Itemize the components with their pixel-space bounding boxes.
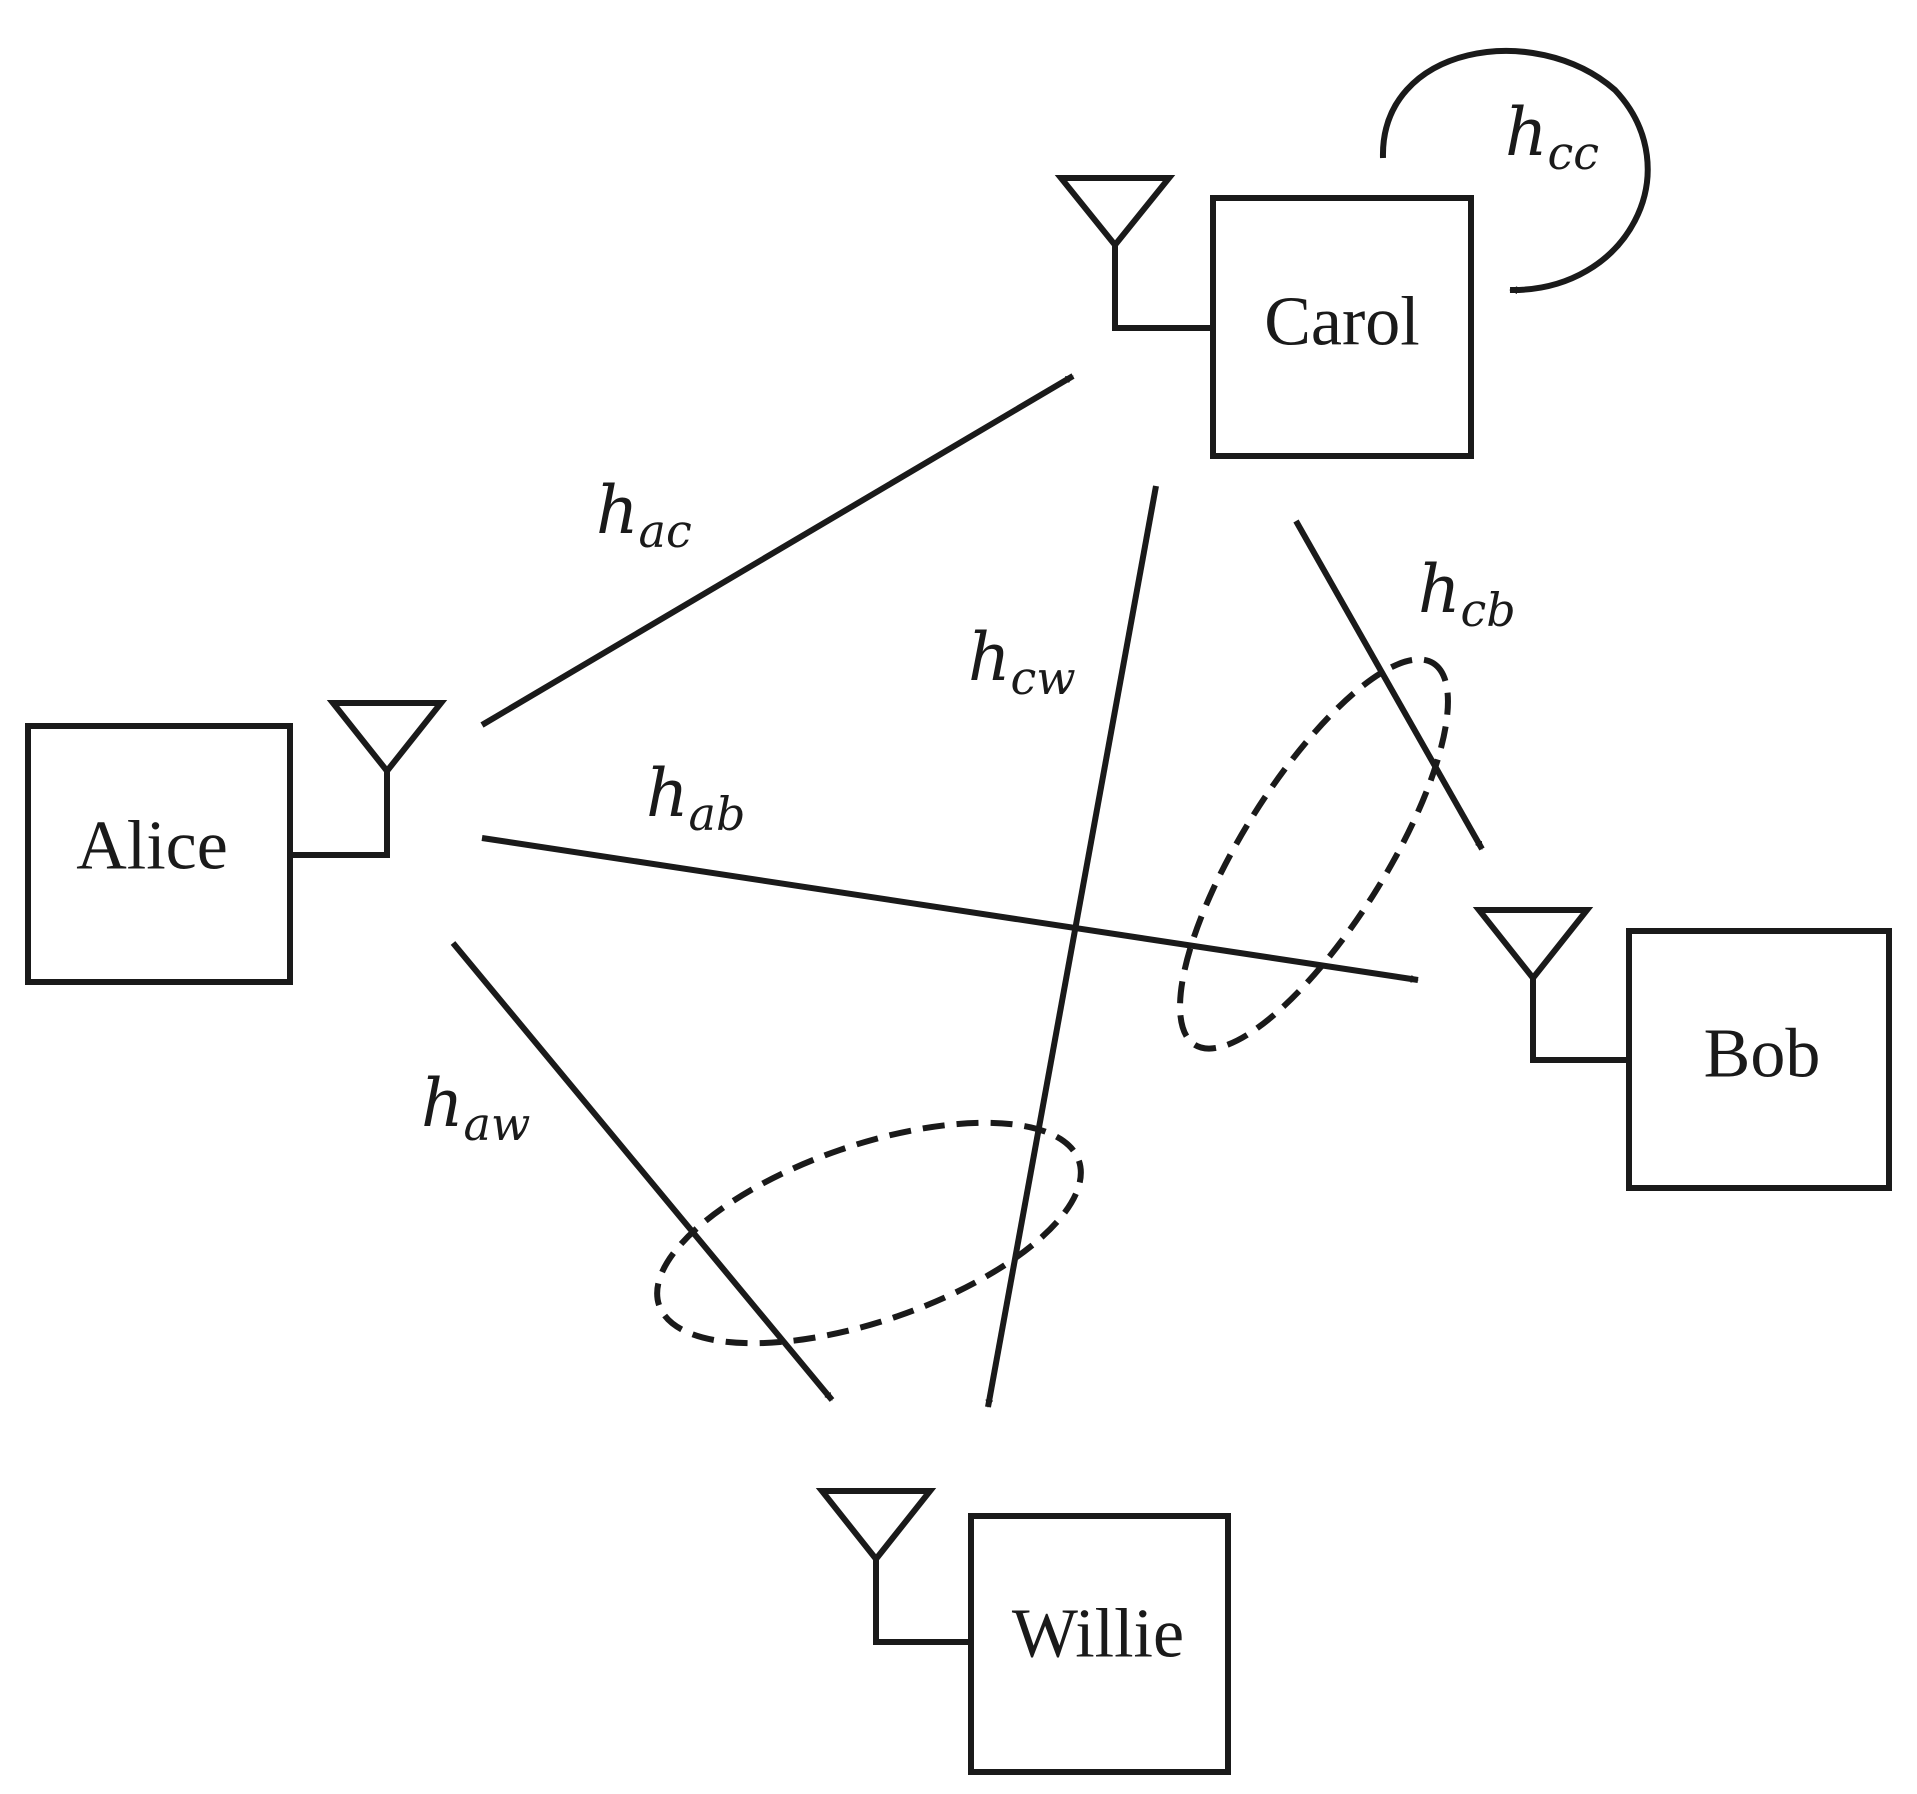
hcc-loop-arrow [1379,48,1651,295]
node-willie: Willie [815,1488,1231,1775]
alice-antenna-icon [326,700,448,776]
bob-label: Bob [1704,1016,1821,1093]
hac-arrow [480,373,1075,728]
carol-label: Carol [1264,284,1420,361]
hcb-label: hcb [1418,551,1516,637]
hcc-label: hcc [1505,94,1599,180]
bob-box [1626,928,1892,1191]
carol-antenna-icon [1054,175,1176,250]
node-carol: Carol [1054,175,1474,459]
bob-interference-ellipse [1177,656,1451,1052]
carol-antenna-feed [1112,245,1213,331]
haw-label: haw [421,1065,530,1151]
willie-antenna-icon [815,1488,937,1564]
node-alice: Alice [25,700,448,985]
alice-label: Alice [76,808,228,885]
hcw-arrow [985,485,1159,1408]
alice-antenna-feed [290,771,390,858]
hab-label: hab [646,755,745,841]
willie-antenna-feed [873,1559,971,1645]
alice-box [25,723,293,985]
bob-antenna-feed [1530,978,1629,1063]
haw-arrow [450,941,835,1402]
hcb-arrow [1293,519,1485,851]
willie-interference-ellipse [654,1119,1084,1347]
node-bob: Bob [1472,907,1892,1191]
willie-box [968,1513,1231,1775]
hab-arrow [481,835,1419,983]
hcw-label: hcw [968,619,1076,705]
carol-box [1210,195,1474,459]
hac-label: hac [596,472,692,558]
bob-antenna-icon [1472,907,1594,983]
willie-label: Willie [1012,1596,1184,1673]
